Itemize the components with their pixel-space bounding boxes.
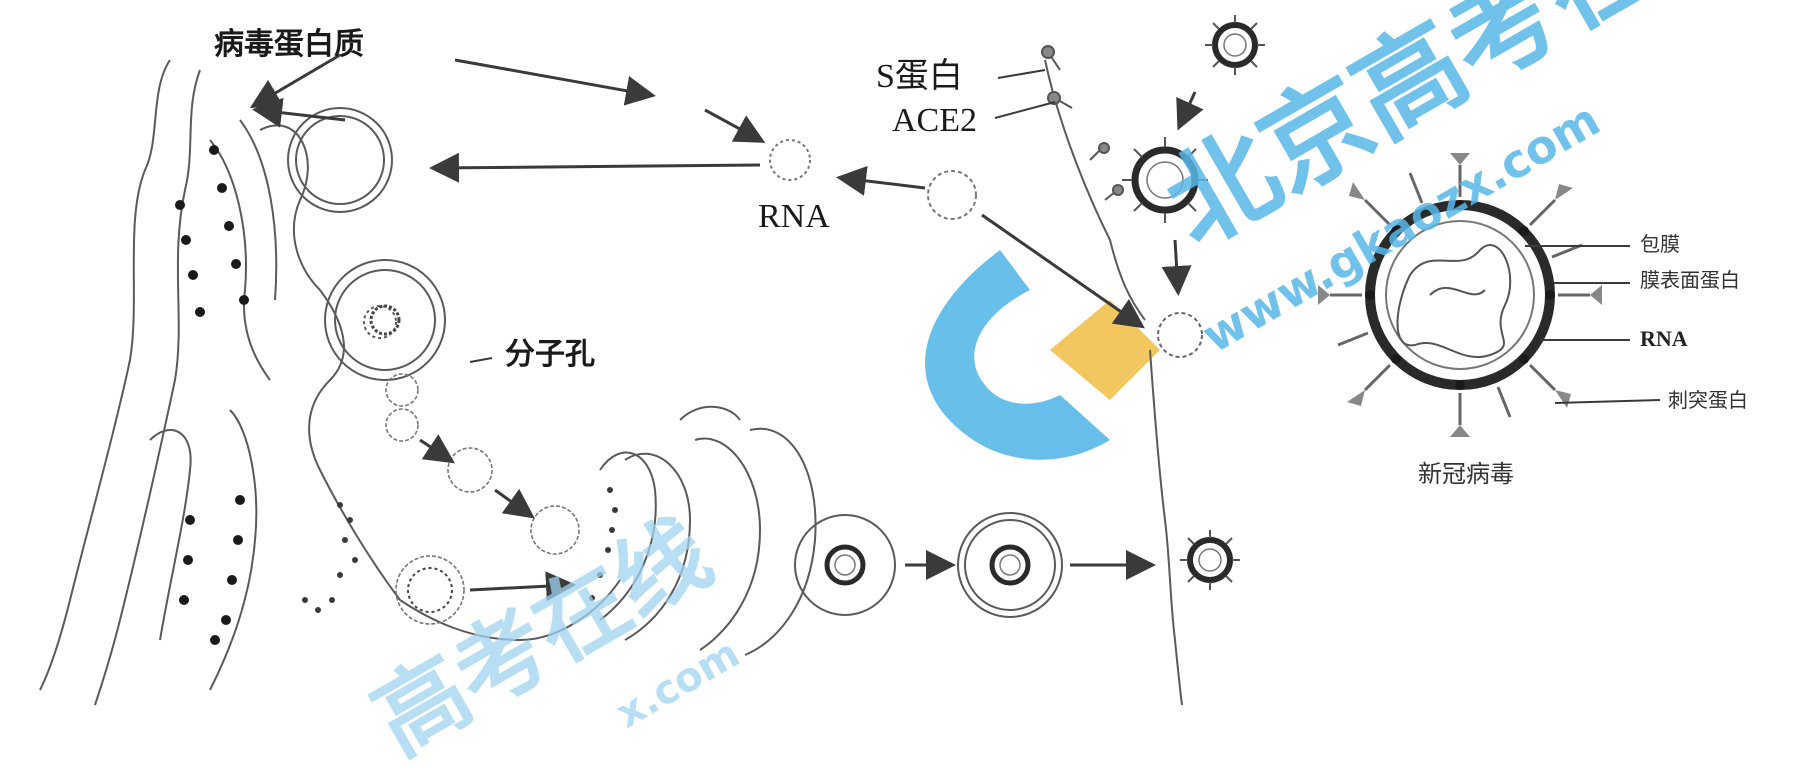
virion-in-vesicle-1 (827, 547, 863, 583)
legend-caption: 新冠病毒 (1418, 462, 1514, 486)
label-viral-protein: 病毒蛋白质 (214, 30, 364, 60)
label-s-protein: S蛋白 (876, 60, 963, 94)
double-membrane-vesicles (288, 108, 445, 380)
legend-membrane-protein: 膜表面蛋白 (1640, 270, 1740, 290)
watermark-logo (925, 250, 1160, 460)
virion-released (1180, 530, 1240, 590)
label-ace2: ACE2 (892, 104, 977, 138)
virion-extracellular-top (1205, 15, 1265, 75)
uncoating-vesicle (928, 171, 976, 219)
legend-envelope: 包膜 (1640, 234, 1680, 254)
legend-spike-protein: 刺突蛋白 (1668, 390, 1748, 410)
rna-release (770, 140, 810, 180)
ribosome-dots (175, 145, 249, 645)
label-rna: RNA (758, 200, 830, 234)
virion-in-vesicle-2 (992, 547, 1028, 583)
diagram-stage: 病毒蛋白质 S蛋白 ACE2 RNA 分子孔 包膜 膜表面蛋白 RNA 刺突蛋白… (0, 0, 1811, 714)
label-molecular-pore: 分子孔 (505, 340, 595, 370)
virion-in-cell-vesicle (371, 306, 399, 334)
legend-rna: RNA (1640, 328, 1688, 350)
assembling-virion (408, 568, 452, 612)
